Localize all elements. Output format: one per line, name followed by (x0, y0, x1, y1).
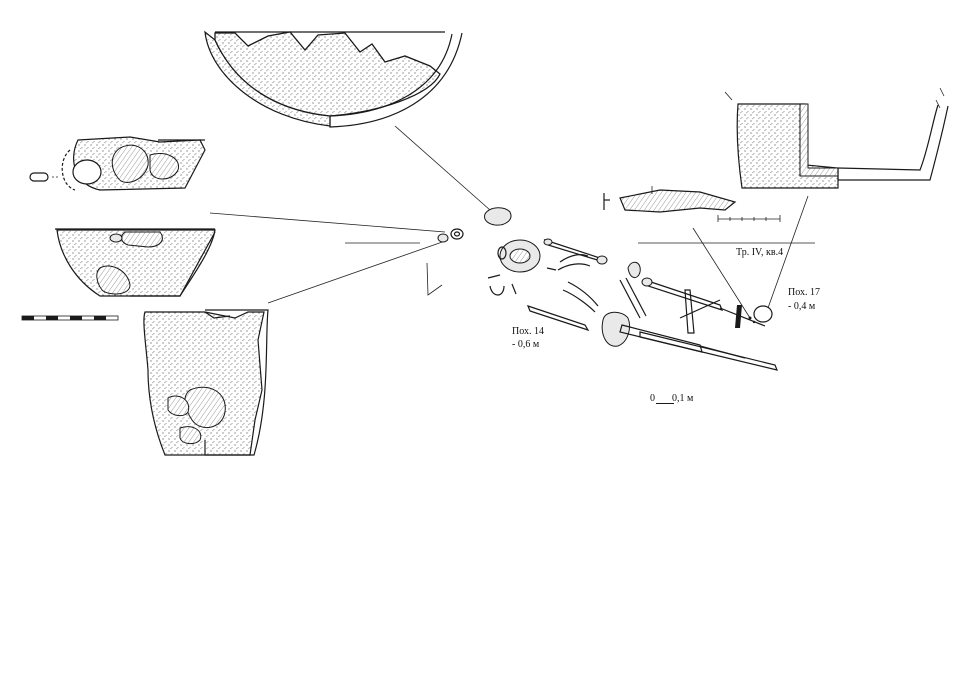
burial-14-plan (487, 238, 608, 332)
plan-scale-bar (656, 403, 674, 404)
bowl-fragment-left-middle (55, 228, 216, 297)
burial-14-name: Пох. 14 (512, 326, 544, 337)
burial-17-plan (601, 261, 778, 371)
burial-17-name: Пох. 17 (788, 287, 820, 298)
scale-bar-left (21, 315, 119, 321)
burial-17-depth: - 0,4 м (788, 301, 816, 312)
vessel-profile-right (724, 87, 949, 189)
bowl-fragment-top (204, 30, 463, 128)
plan-scale-zero: 0 (650, 393, 655, 404)
vessel-fragment-left-top (29, 136, 206, 191)
leader-lines (209, 125, 815, 319)
burial-14-depth: - 0,6 м (512, 339, 540, 350)
trench-label: Тр. IV, кв.4 (736, 247, 784, 258)
small-finds-center (426, 207, 512, 296)
pot-fragment-left-bottom (143, 309, 269, 456)
plan-scale-value: 0,1 м (672, 393, 694, 404)
blade-fragment (603, 186, 781, 222)
